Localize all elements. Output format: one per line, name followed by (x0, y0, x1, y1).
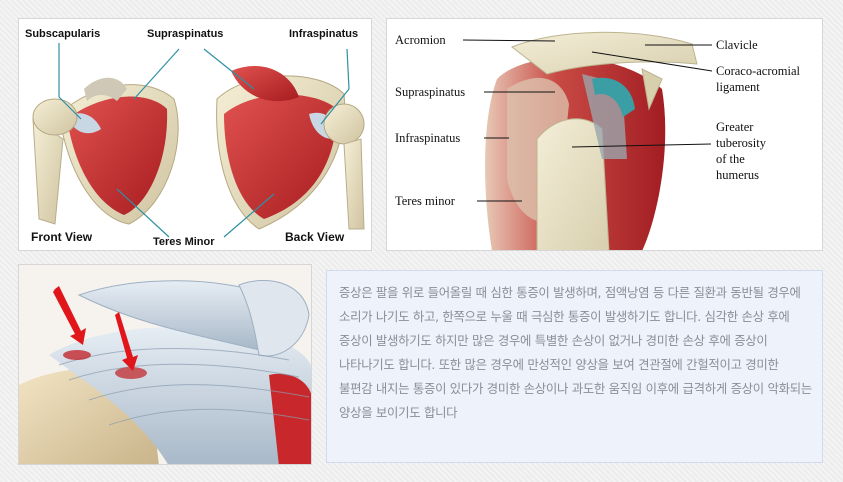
label-greater-line2: tuberosity (716, 136, 767, 150)
label-teres-minor: Teres minor (395, 194, 456, 208)
label-coraco-line2: ligament (716, 80, 760, 94)
label-teres-minor: Teres Minor (153, 236, 215, 248)
label-coraco-line1: Coraco-acromial (716, 64, 801, 78)
label-supraspinatus: Supraspinatus (395, 85, 465, 99)
red-arrow-icon (115, 312, 138, 371)
tendon-tear-panel (18, 264, 312, 465)
label-clavicle: Clavicle (716, 38, 758, 52)
front-scapula-figure (32, 77, 179, 225)
rotator-cuff-front-back-panel: Subscapularis Supraspinatus Infraspinatu… (18, 18, 372, 251)
tear-indicator-arrows (53, 286, 138, 371)
label-greater-line1: Greater (716, 120, 754, 134)
label-infraspinatus: Infraspinatus (395, 131, 460, 145)
acromion-clavicle-shape (511, 31, 698, 75)
shoulder-anatomy-illustration: Acromion Clavicle Coraco-acromial ligame… (395, 31, 801, 250)
label-greater-line4: humerus (716, 168, 759, 182)
symptom-description-text: 증상은 팔을 위로 들어올릴 때 심한 통증이 발생하며, 점액낭염 등 다른 … (339, 285, 812, 420)
label-supraspinatus: Supraspinatus (147, 28, 223, 40)
label-subscapularis: Subscapularis (25, 28, 100, 40)
label-acromion: Acromion (395, 33, 446, 47)
tendon-tear-illustration (19, 265, 311, 464)
label-infraspinatus: Infraspinatus (289, 28, 358, 40)
label-front-view: Front View (31, 230, 93, 244)
symptom-description-box: 증상은 팔을 위로 들어올릴 때 심한 통증이 발생하며, 점액낭염 등 다른 … (326, 270, 823, 463)
label-greater-line3: of the (716, 152, 745, 166)
red-arrow-icon (53, 286, 86, 345)
back-scapula-figure (216, 66, 365, 230)
humerus-bone-shape (536, 118, 610, 250)
shoulder-anatomy-panel: Acromion Clavicle Coraco-acromial ligame… (386, 18, 823, 251)
label-back-view: Back View (285, 230, 345, 244)
rotator-cuff-front-back-illustration: Subscapularis Supraspinatus Infraspinatu… (25, 28, 365, 248)
